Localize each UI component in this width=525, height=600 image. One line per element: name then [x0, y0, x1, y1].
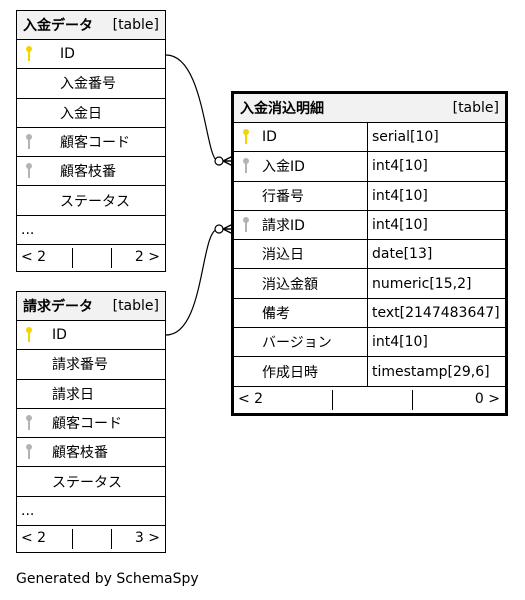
table-nyukin-data[interactable]: 入金データ [table] ID 入金番号入金日顧客コード顧客枝番ステータス ..…: [16, 10, 166, 272]
column-name: ステータス: [52, 474, 122, 491]
column-name: 顧客コード: [60, 135, 130, 152]
parent-count: < 2: [238, 390, 264, 407]
column-row: 行番号 int4[10]: [234, 181, 505, 211]
more-columns-row: ...: [17, 497, 165, 526]
more-columns-row: ...: [17, 216, 165, 245]
table-kind: [table]: [112, 17, 159, 33]
parent-count: < 2: [21, 248, 47, 265]
column-type: int4[10]: [372, 158, 428, 175]
foreign-key-icon: [23, 133, 35, 151]
column-name: 顧客枝番: [60, 164, 116, 181]
column-row: 請求日: [17, 380, 165, 409]
column-name: 備考: [262, 305, 290, 322]
column-name: 入金番号: [60, 76, 116, 93]
column-row: ステータス: [17, 467, 165, 497]
relation-nyukin-id: [165, 54, 219, 162]
ellipsis: ...: [21, 502, 35, 519]
table-kind: [table]: [112, 298, 159, 314]
column-name: 消込金額: [262, 276, 318, 293]
column-row: 顧客枝番: [17, 157, 165, 187]
column-row: 顧客コード: [17, 128, 165, 158]
column-row: 入金ID int4[10]: [234, 152, 505, 182]
column-name: ID: [60, 46, 75, 63]
table-kind: [table]: [452, 100, 499, 116]
column-name: 行番号: [262, 188, 304, 205]
parent-count: < 2: [21, 529, 47, 546]
column-name: 顧客枝番: [52, 445, 108, 462]
column-row: 入金番号: [17, 69, 165, 99]
column-name: 請求日: [52, 386, 94, 403]
column-type: date[13]: [372, 246, 433, 263]
foreign-key-icon: [23, 414, 35, 432]
column-row: ID: [17, 321, 165, 351]
column-type: int4[10]: [372, 334, 428, 351]
table-seikyu-data[interactable]: 請求データ [table] ID 請求番号請求日顧客コード顧客枝番ステータス ..…: [16, 291, 166, 553]
column-type: timestamp[29,6]: [372, 363, 490, 380]
table-title: 入金消込明細: [240, 101, 324, 117]
column-name: 入金ID: [262, 159, 305, 176]
child-count: 0 >: [474, 390, 500, 407]
column-row: 顧客コード: [17, 409, 165, 439]
column-row: ID: [17, 40, 165, 70]
column-name: ID: [262, 129, 277, 146]
column-name: 請求ID: [262, 218, 305, 235]
column-row: 入金日: [17, 99, 165, 128]
column-name: 作成日時: [262, 364, 318, 381]
table-header: 入金データ [table]: [17, 11, 165, 40]
column-row: 備考 text[2147483647]: [234, 298, 505, 329]
table-header: 入金消込明細 [table]: [234, 94, 505, 123]
column-row: 消込日 date[13]: [234, 240, 505, 270]
column-type: serial[10]: [372, 129, 439, 146]
table-footer: < 2 0 >: [234, 387, 505, 413]
column-row: 消込金額 numeric[15,2]: [234, 269, 505, 299]
column-row: ID serial[10]: [234, 123, 505, 153]
foreign-key-icon: [23, 443, 35, 461]
column-name: バージョン: [262, 335, 332, 352]
column-row: 作成日時 timestamp[29,6]: [234, 357, 505, 387]
column-name: 顧客コード: [52, 416, 122, 433]
column-type: int4[10]: [372, 217, 428, 234]
foreign-key-icon: [240, 157, 252, 175]
relation-optional-marker: [214, 224, 224, 234]
column-name: 消込日: [262, 247, 304, 264]
primary-key-icon: [240, 128, 252, 146]
table-title: 入金データ: [23, 18, 93, 34]
table-title: 請求データ: [23, 299, 93, 315]
primary-key-icon: [23, 326, 35, 344]
foreign-key-icon: [240, 216, 252, 234]
column-type: text[2147483647]: [372, 304, 500, 321]
column-type: int4[10]: [372, 187, 428, 204]
column-row: ステータス: [17, 186, 165, 216]
table-footer: < 2 2 >: [17, 245, 165, 271]
column-row: 請求ID int4[10]: [234, 210, 505, 241]
column-type: numeric[15,2]: [372, 275, 472, 292]
column-row: バージョン int4[10]: [234, 328, 505, 358]
child-count: 2 >: [134, 248, 160, 265]
column-name: ID: [52, 327, 67, 344]
foreign-key-icon: [23, 162, 35, 180]
column-name: ステータス: [60, 193, 130, 210]
generated-by-label: Generated by SchemaSpy: [16, 571, 199, 587]
column-row: 請求番号: [17, 350, 165, 380]
primary-key-icon: [23, 45, 35, 63]
column-name: 入金日: [60, 105, 102, 122]
table-header: 請求データ [table]: [17, 292, 165, 321]
table-footer: < 2 3 >: [17, 526, 165, 552]
child-count: 3 >: [134, 529, 160, 546]
column-name: 請求番号: [52, 357, 108, 374]
relation-optional-marker: [214, 156, 224, 166]
relation-seikyu-id: [165, 228, 219, 336]
ellipsis: ...: [21, 221, 35, 238]
column-row: 顧客枝番: [17, 438, 165, 468]
